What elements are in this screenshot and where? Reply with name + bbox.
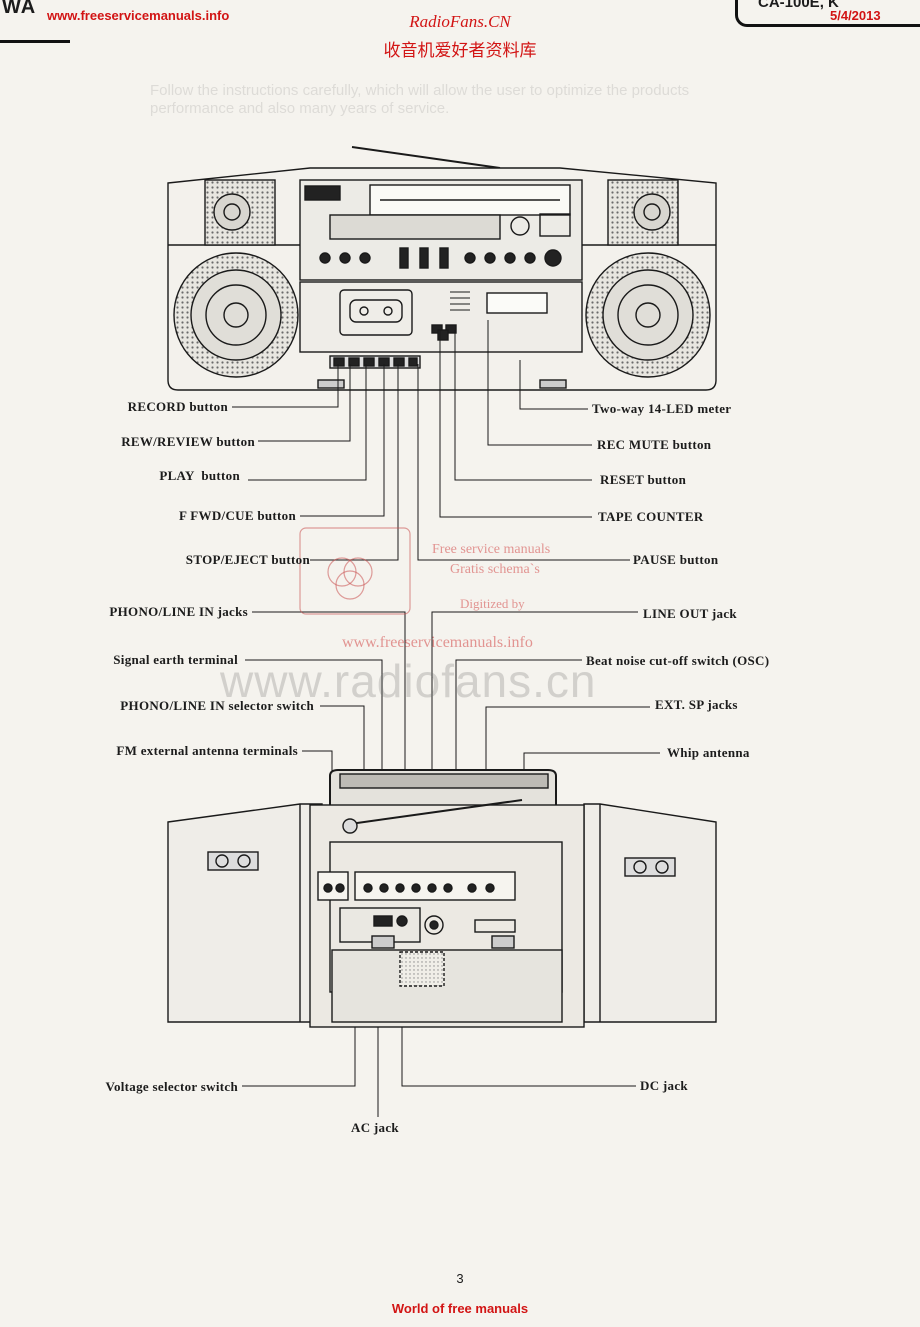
site-title[interactable]: RadioFans.CN bbox=[409, 12, 511, 31]
page-number: 3 bbox=[456, 1271, 464, 1286]
watermark-free-manuals: Free service manuals bbox=[432, 542, 551, 557]
label-rew-review-button: REW/REVIEW button bbox=[121, 434, 255, 449]
label-beat-noise-switch: Beat noise cut-off switch (OSC) bbox=[586, 653, 770, 668]
watermark-digitized: Digitized by bbox=[460, 596, 525, 611]
label-ac-jack: AC jack bbox=[351, 1120, 399, 1135]
header-left-link[interactable]: www.freeservicemanuals.info bbox=[47, 8, 230, 23]
watermark-url: www.freeservicemanuals.info bbox=[342, 634, 533, 651]
label-whip-antenna: Whip antenna bbox=[667, 745, 750, 760]
site-subtitle: 收音机爱好者资料库 bbox=[383, 41, 537, 61]
footer-link[interactable]: World of free manuals bbox=[391, 1301, 529, 1316]
label-pause-button: PAUSE button bbox=[633, 552, 719, 567]
model-label: CA-100E, K bbox=[758, 0, 839, 11]
brand-fragment: WA bbox=[2, 0, 37, 18]
label-line-out-jack: LINE OUT jack bbox=[643, 606, 737, 621]
label-reset-button: RESET button bbox=[600, 472, 687, 487]
front-leader-lines bbox=[232, 320, 630, 561]
label-fm-antenna-terminals: FM external antenna terminals bbox=[116, 743, 298, 758]
label-dc-jack: DC jack bbox=[640, 1078, 688, 1093]
label-stop-eject-button: STOP/EJECT button bbox=[185, 552, 310, 567]
label-voltage-selector: Voltage selector switch bbox=[105, 1079, 238, 1094]
watermark-radiofans: www.radiofans.cn bbox=[220, 655, 597, 707]
label-ext-sp-jacks: EXT. SP jacks bbox=[655, 697, 738, 712]
watermark-logo bbox=[299, 527, 411, 615]
label-record-button: RECORD button bbox=[127, 399, 228, 414]
label-signal-earth-terminal: Signal earth terminal bbox=[113, 652, 238, 667]
model-box: CA-100E, K bbox=[735, 0, 920, 27]
front-view-drawing bbox=[167, 146, 717, 391]
label-phono-line-in-selector: PHONO/LINE IN selector switch bbox=[120, 698, 314, 713]
ghost-line-1: Follow the instructions carefully, which… bbox=[150, 82, 690, 99]
rear-view-drawing bbox=[167, 769, 717, 1028]
label-phono-line-in-jacks: PHONO/LINE IN jacks bbox=[109, 604, 248, 619]
header-date: 5/4/2013 bbox=[830, 8, 881, 23]
label-led-meter: Two-way 14-LED meter bbox=[592, 401, 732, 416]
label-rec-mute-button: REC MUTE button bbox=[597, 437, 712, 452]
label-tape-counter: TAPE COUNTER bbox=[598, 509, 704, 524]
brand-corner-mark: WA bbox=[0, 0, 70, 43]
label-ffwd-cue-button: F FWD/CUE button bbox=[179, 508, 296, 523]
ghost-line-2: performance and also many years of servi… bbox=[150, 100, 450, 117]
label-play-button: PLAY button bbox=[159, 468, 240, 483]
watermark-gratis: Gratis schema`s bbox=[450, 562, 540, 577]
